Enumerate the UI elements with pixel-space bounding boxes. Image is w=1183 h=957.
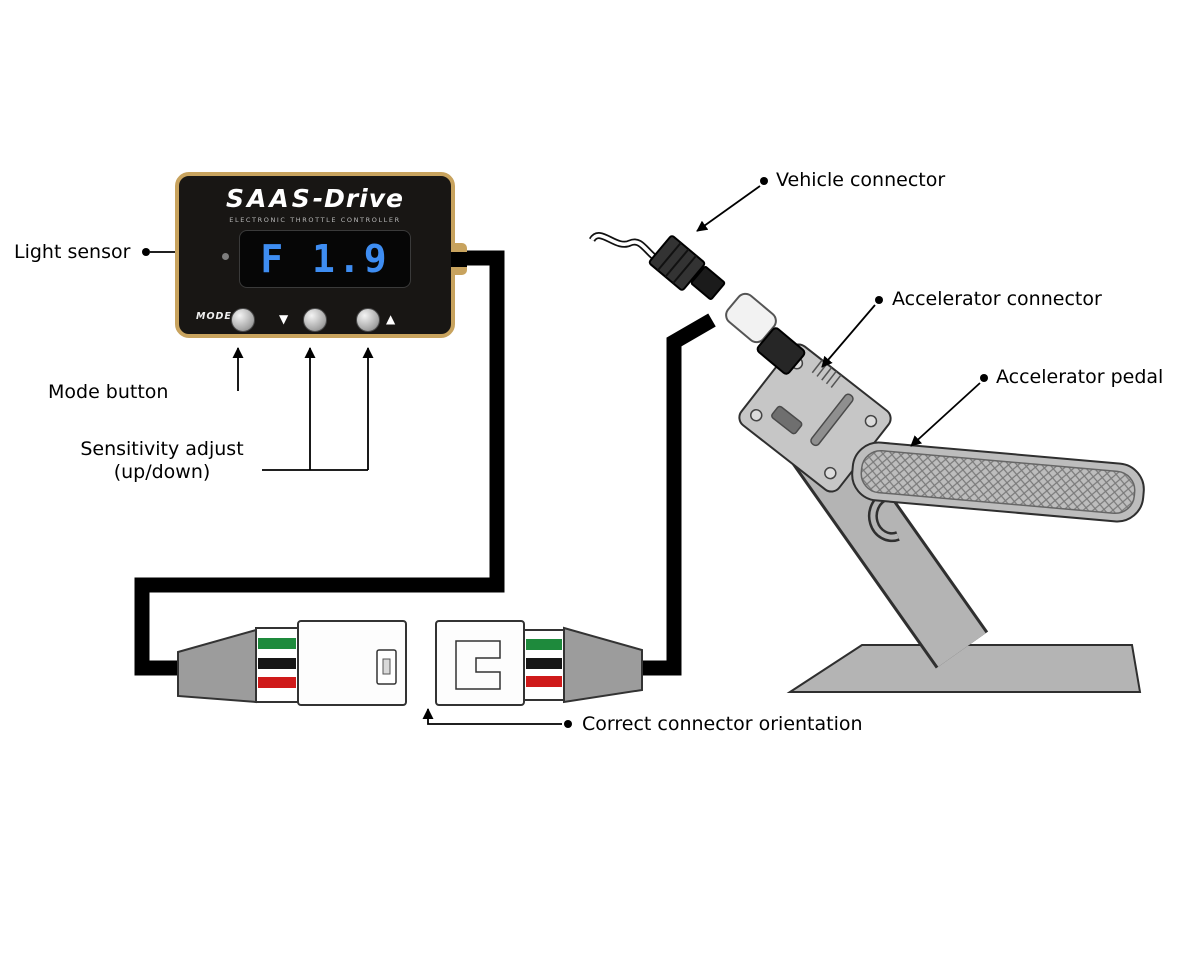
- plate-screw: [864, 414, 878, 428]
- plate-screw: [824, 466, 837, 480]
- plug-ridge: [664, 248, 690, 278]
- plate-hatch: [830, 374, 842, 388]
- device-brand-row: SAAS-Drive: [179, 184, 451, 213]
- accelerator-pedal-bullet: [980, 374, 988, 382]
- orientation-line: [422, 708, 562, 725]
- plate-screw: [749, 408, 763, 422]
- left-connector-latch-detail: [382, 658, 391, 675]
- accelerator-plug: [756, 327, 806, 375]
- plate-hatch: [825, 370, 837, 385]
- right-wire-black: [526, 658, 562, 669]
- plug-ridge: [672, 254, 697, 284]
- callout-light-sensor: Light sensor: [14, 241, 131, 263]
- left-connector: [177, 620, 407, 706]
- throttle-controller-device: SAAS-Drive ELECTRONIC THROTTLE CONTROLLE…: [175, 172, 467, 338]
- plate-hatch: [821, 367, 833, 381]
- sensitivity-down-button: [303, 308, 327, 332]
- vehicle-wire-outline: [588, 232, 661, 263]
- right-connector: [435, 620, 643, 706]
- vehicle-plug: [648, 235, 706, 291]
- pedal-pad: [851, 441, 1145, 523]
- left-wire-red: [258, 677, 296, 688]
- callout-connector-orientation: Correct connector orientation: [582, 713, 863, 735]
- vehicle-wire: [590, 233, 660, 262]
- connector-chain: [588, 232, 806, 375]
- callout-mode-button: Mode button: [48, 381, 169, 403]
- plate-hatch: [811, 359, 823, 374]
- plug-ridge: [657, 242, 682, 272]
- harness-coupler: [725, 292, 777, 344]
- left-wire-black: [258, 658, 296, 669]
- device-display: F 1.9: [239, 230, 411, 288]
- mode-label: MODE: [196, 311, 232, 322]
- vehicle-connector-bullet: [760, 177, 768, 185]
- vehicle-plug-tip: [690, 266, 726, 300]
- mode-button: [231, 308, 255, 332]
- cable-exit-stub: [451, 243, 467, 275]
- sensitivity-line2: (up/down): [113, 461, 211, 483]
- callout-accelerator-pedal: Accelerator pedal: [996, 366, 1164, 388]
- right-connector-housing: [435, 620, 525, 706]
- harness-coupler-body: [725, 292, 777, 344]
- sensitivity-line1: Sensitivity adjust: [80, 438, 244, 460]
- accelerator-connector-line: [821, 304, 876, 368]
- plate-block: [771, 405, 803, 435]
- brand-suffix: -Drive: [312, 184, 404, 213]
- sensitivity-up-button: [356, 308, 380, 332]
- accelerator-pedal-assembly: [738, 343, 1145, 693]
- plate-slot: [810, 393, 854, 447]
- callout-vehicle-connector: Vehicle connector: [776, 169, 946, 191]
- up-arrow-glyph: ▲: [386, 312, 396, 326]
- pointer-lines: [142, 177, 988, 728]
- display-value: F 1.9: [260, 237, 390, 281]
- left-wire-green: [258, 638, 296, 649]
- vehicle-connector-line: [696, 185, 761, 232]
- pedal-base: [786, 644, 1142, 693]
- harness-cables: [134, 250, 716, 676]
- pedal-pad-grip: [860, 449, 1136, 515]
- callout-accelerator-connector: Accelerator connector: [892, 288, 1102, 310]
- pedal-mount-plate: [738, 343, 892, 493]
- right-wire-green: [526, 639, 562, 650]
- callout-sensitivity-adjust: Sensitivity adjust (up/down): [66, 438, 258, 484]
- right-connector-keyway: [455, 640, 501, 690]
- device-subtitle: ELECTRONIC THROTTLE CONTROLLER: [229, 216, 401, 224]
- accelerator-connector-bullet: [875, 296, 883, 304]
- down-arrow-glyph: ▼: [279, 312, 289, 326]
- brand-logo: SAAS: [226, 184, 313, 213]
- cable-right-run: [632, 313, 716, 676]
- light-sensor: [222, 253, 229, 260]
- cable-left-run: [134, 250, 505, 676]
- right-wire-red: [526, 676, 562, 687]
- accelerator-pedal-line: [910, 382, 981, 447]
- light-sensor-bullet: [142, 248, 150, 256]
- vehicle-plug-tip-body: [690, 266, 726, 300]
- accelerator-plug-body: [756, 327, 806, 375]
- left-cable-boot: [177, 628, 257, 704]
- orientation-bullet: [564, 720, 572, 728]
- right-cable-boot: [563, 626, 643, 704]
